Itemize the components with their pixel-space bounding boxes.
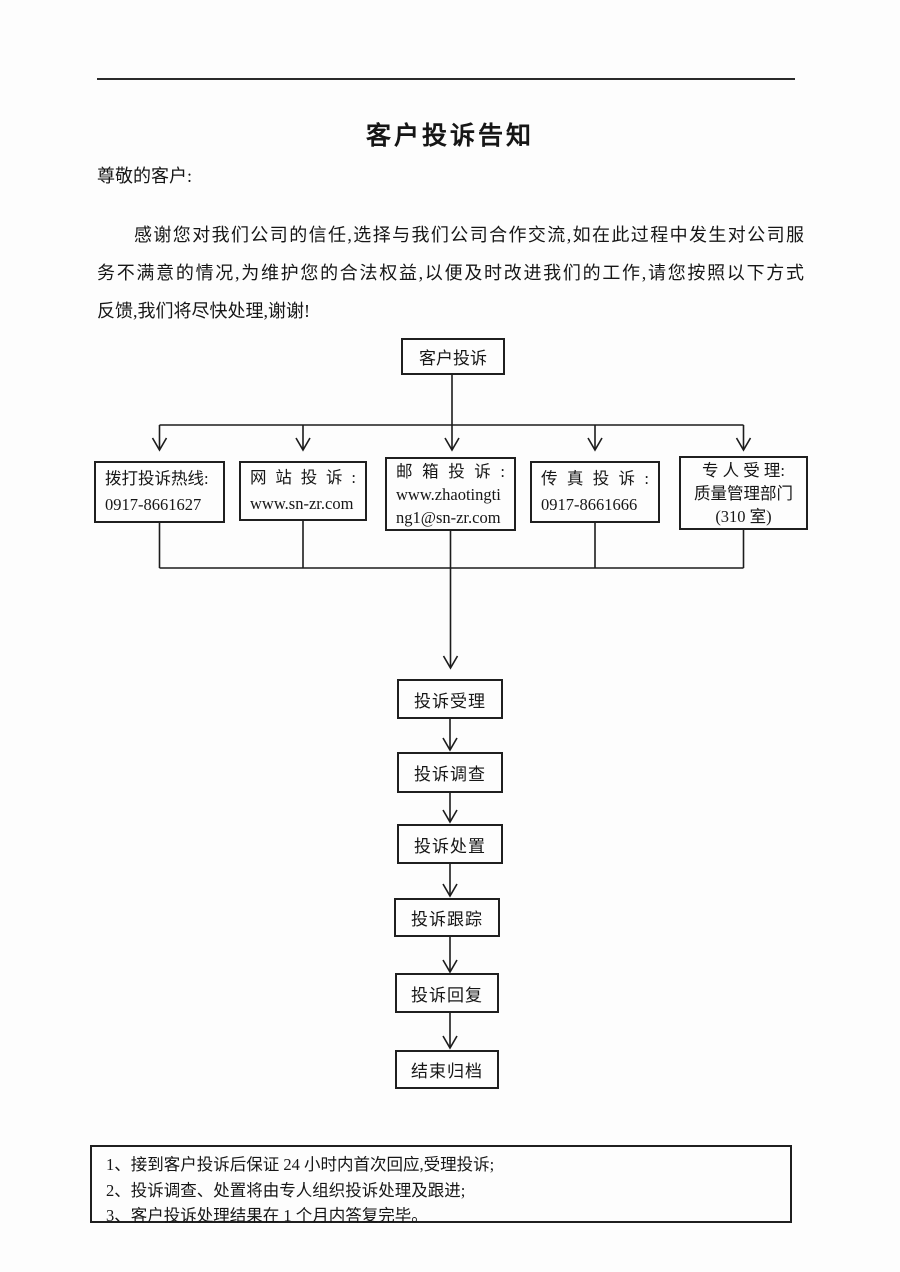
channel-value: 0917-8661666 (541, 495, 638, 514)
channel-label: 拨打投诉热线: (105, 469, 209, 488)
intro-line: 反馈,我们将尽快处理,谢谢! (97, 301, 310, 321)
page-title: 客户投诉告知 (365, 122, 534, 150)
channel-value: ng1@sn-zr.com (396, 507, 501, 527)
flow-step-disposal: 投诉处置 (397, 824, 503, 864)
intro-line: 感谢您对我们公司的信任,选择与我们公司合作交流,如在此过程中发生对公司服 (134, 225, 804, 245)
note-line: 1、接到客户投诉后保证 24 小时内首次回应,受理投诉; (106, 1155, 495, 1174)
flow-node-fax: 传 真 投 诉 : 0917-8661666 (530, 461, 660, 523)
flow-node-hotline: 拨打投诉热线: 0917-8661627 (94, 461, 225, 523)
step-label: 投诉调查 (414, 765, 486, 784)
step-label: 投诉受理 (414, 691, 486, 711)
note-line: 3、客户投诉处理结果在 1 个月内答复完毕。 (106, 1206, 428, 1225)
channel-value: 0917-8661627 (105, 495, 202, 514)
flow-step-investigation: 投诉调查 (397, 752, 503, 793)
intro-line: 务不满意的情况,为维护您的合法权益,以便及时改进我们的工作,请您按照以下方式 (97, 263, 804, 283)
flow-node-label: 客户投诉 (419, 349, 487, 368)
channel-label: 专 人 受 理: (702, 460, 785, 480)
intro-paragraph: 感谢您对我们公司的信任,选择与我们公司合作交流,如在此过程中发生对公司服 务不满… (97, 216, 804, 330)
flow-step-archive: 结束归档 (395, 1050, 499, 1089)
note-line: 2、投诉调查、处置将由专人组织投诉处理及跟进; (106, 1180, 466, 1200)
flow-node-start: 客户投诉 (401, 338, 505, 375)
step-label: 投诉回复 (411, 985, 483, 1005)
channel-value: www.zhaotingti (396, 484, 501, 504)
channel-value: 质量管理部门 (694, 483, 793, 503)
channel-value: www.sn-zr.com (250, 494, 354, 513)
step-label: 投诉处置 (414, 836, 486, 856)
channel-label: 网 站 投 诉 : (250, 468, 356, 487)
flow-node-in-person: 专 人 受 理: 质量管理部门 (310 室) (679, 456, 808, 530)
flow-node-website: 网 站 投 诉 : www.sn-zr.com (239, 461, 367, 521)
greeting-line: 尊敬的客户: (97, 166, 193, 186)
flow-step-tracking: 投诉跟踪 (394, 898, 500, 937)
step-label: 投诉跟踪 (411, 910, 483, 929)
flow-step-acceptance: 投诉受理 (397, 679, 503, 719)
channel-label: 传 真 投 诉 : (541, 469, 649, 488)
channel-value: (310 室) (715, 506, 772, 526)
notes-box: 1、接到客户投诉后保证 24 小时内首次回应,受理投诉; 2、投诉调查、处置将由… (90, 1145, 792, 1225)
flow-step-reply: 投诉回复 (395, 973, 499, 1013)
step-label: 结束归档 (411, 1062, 483, 1081)
flow-node-email: 邮 箱 投 诉 : www.zhaotingti ng1@sn-zr.com (385, 457, 516, 531)
header-rule (97, 78, 795, 80)
channel-label: 邮 箱 投 诉 : (396, 461, 505, 481)
